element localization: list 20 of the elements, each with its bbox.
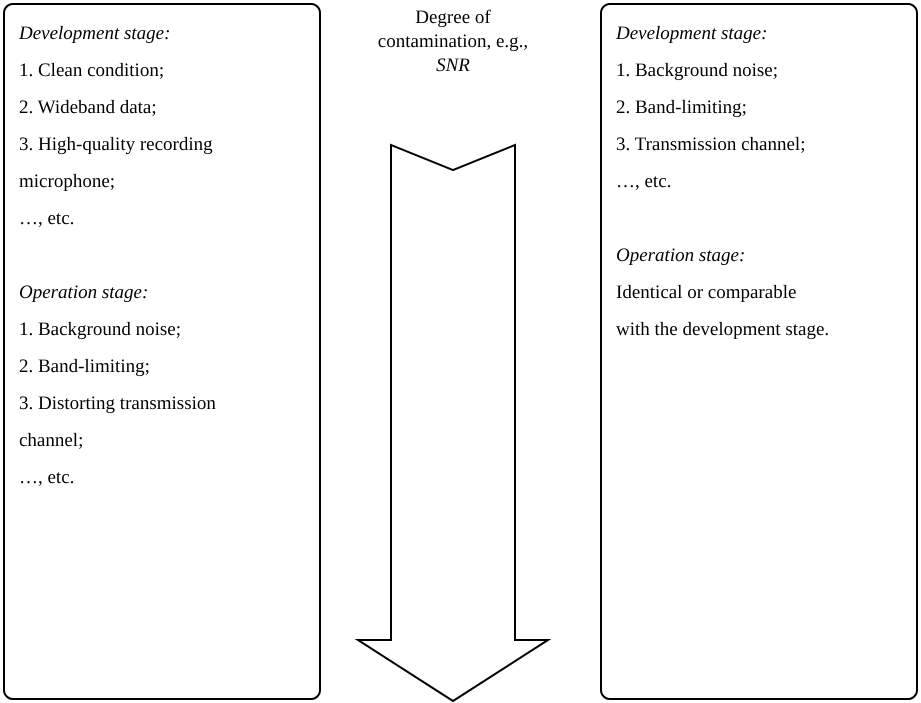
list-item: …, etc. [19, 466, 76, 490]
list-item: …, etc. [616, 170, 672, 194]
stage-heading: Development stage: [19, 22, 172, 46]
list-item: 2. Band-limiting; [19, 355, 151, 379]
list-item: 1. Background noise; [19, 318, 182, 342]
list-item: 2. Wideband data; [19, 96, 158, 120]
list-item: 3. High-quality recording microphone; [19, 133, 214, 194]
list-item: …, etc. [19, 207, 76, 231]
list-item: 1. Clean condition; [19, 59, 166, 83]
stage-heading: Development stage: [616, 22, 768, 46]
stage-box [600, 3, 918, 700]
list-item: 3. Transmission channel; [616, 133, 806, 157]
list-item: 2. Band-limiting; [616, 96, 748, 120]
list-item: 3. Distorting transmission channel; [19, 392, 217, 453]
list-item: Identical or comparable with the development stage. [616, 281, 830, 342]
stage-box [3, 3, 321, 700]
stage-heading: Operation stage: [19, 281, 150, 305]
stage-heading: Operation stage: [616, 244, 746, 268]
arrow-caption: Degree of contamination, e.g., SNR [376, 6, 530, 78]
list-item: 1. Background noise; [616, 59, 780, 83]
